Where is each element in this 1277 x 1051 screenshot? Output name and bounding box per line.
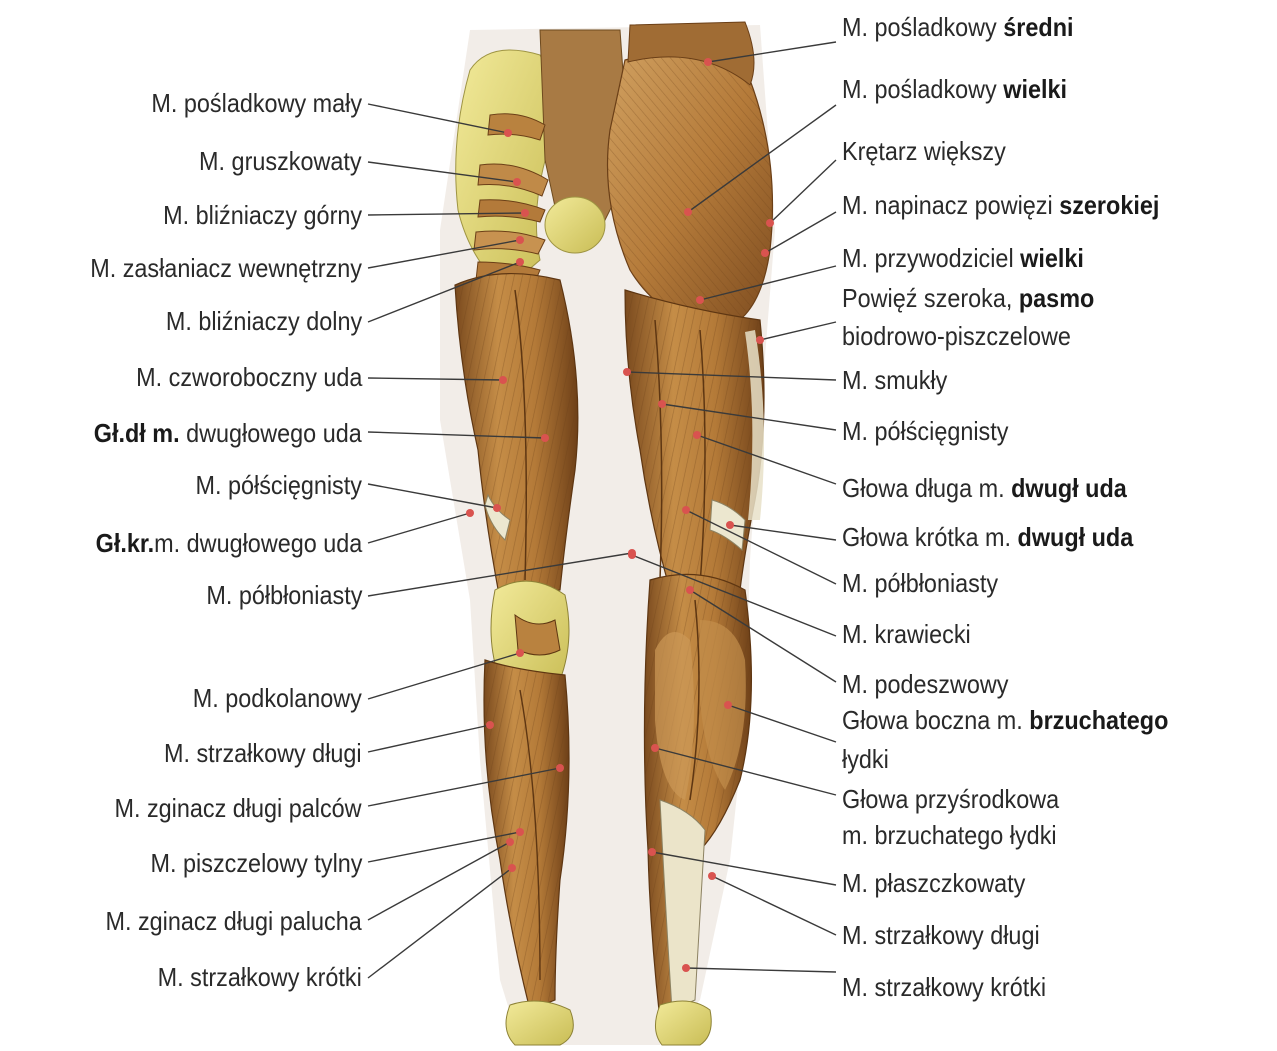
marker-dot	[556, 764, 564, 772]
marker-dot	[726, 521, 734, 529]
label-gastrocnemius-medial-2: m. brzuchatego łydki	[842, 820, 1057, 850]
marker-dot	[541, 434, 549, 442]
label-soleus: M. płaszczkowaty	[842, 868, 1025, 898]
label-plantaris: M. podeszwowy	[842, 669, 1008, 699]
label-tensor-fasciae-latae: M. napinacz powięzi szerokiej	[842, 190, 1159, 220]
marker-dot	[684, 208, 692, 216]
marker-dot	[466, 509, 474, 517]
label-peroneus-brevis-right: M. strzałkowy krótki	[842, 972, 1046, 1002]
label-biceps-long-head-right: Głowa długa m. dwugł uda	[842, 473, 1127, 503]
marker-dot	[508, 864, 516, 872]
marker-dot	[513, 178, 521, 186]
label-flexor-hallucis-longus: M. zginacz długi palucha	[106, 906, 362, 936]
leader-line	[368, 725, 490, 752]
marker-dot	[521, 209, 529, 217]
leader-line	[368, 868, 512, 978]
label-quadratus-femoris: M. czworoboczny uda	[136, 362, 362, 392]
marker-dot	[486, 721, 494, 729]
marker-dot	[648, 848, 656, 856]
marker-dot	[682, 964, 690, 972]
label-gastrocnemius-medial: Głowa przyśrodkowa	[842, 784, 1059, 814]
label-gastrocnemius-lateral: Głowa boczna m. brzuchatego	[842, 705, 1168, 735]
marker-dot	[516, 236, 524, 244]
marker-dot	[504, 129, 512, 137]
marker-dot	[704, 58, 712, 66]
right-foot	[655, 1001, 711, 1045]
label-peroneus-longus-right: M. strzałkowy długi	[842, 920, 1040, 950]
label-sartorius: M. krawiecki	[842, 619, 971, 649]
label-inferior-gemellus: M. bliźniaczy dolny	[166, 306, 362, 336]
label-tibialis-posterior: M. piszczelowy tylny	[150, 848, 362, 878]
label-superior-gemellus: M. bliźniaczy górny	[163, 200, 362, 230]
label-fascia-lata-band: Powięź szeroka, pasmo	[842, 283, 1094, 313]
leader-line	[770, 160, 836, 223]
marker-dot	[506, 838, 514, 846]
marker-dot	[693, 431, 701, 439]
label-peroneus-brevis: M. strzałkowy krótki	[158, 962, 362, 992]
marker-dot	[724, 701, 732, 709]
label-popliteus: M. podkolanowy	[193, 683, 362, 713]
leader-line	[686, 968, 836, 972]
label-gluteus-maximus: M. pośladkowy wielki	[842, 74, 1067, 104]
label-iliotibial: biodrowo-piszczelowe	[842, 321, 1071, 351]
label-biceps-femoris-long-head: Gł.dł m. dwugłowego uda	[94, 418, 362, 448]
marker-dot	[756, 336, 764, 344]
marker-dot	[696, 296, 704, 304]
marker-dot	[708, 872, 716, 880]
label-biceps-femoris-short-head: Gł.kr.m. dwugłowego uda	[95, 528, 362, 558]
marker-dot	[516, 828, 524, 836]
label-calf: łydki	[842, 744, 889, 774]
label-gluteus-minimus: M. pośladkowy mały	[151, 88, 362, 118]
label-semimembranosus: M. półbłoniasty	[206, 580, 362, 610]
label-greater-trochanter: Krętarz większy	[842, 136, 1006, 166]
leader-line	[760, 322, 836, 340]
marker-dot	[682, 506, 690, 514]
label-semitendinosus-right: M. półścięgnisty	[842, 416, 1008, 446]
marker-dot	[493, 504, 501, 512]
label-piriformis: M. gruszkowaty	[199, 146, 362, 176]
label-semitendinosus: M. półścięgnisty	[196, 470, 362, 500]
marker-dot	[499, 376, 507, 384]
label-adductor-magnus: M. przywodziciel wielki	[842, 243, 1084, 273]
marker-dot	[658, 400, 666, 408]
marker-dot	[686, 586, 694, 594]
leader-line	[712, 876, 836, 935]
marker-dot	[761, 249, 769, 257]
marker-dot	[516, 258, 524, 266]
leader-line	[368, 842, 510, 920]
label-flexor-digitorum-longus: M. zginacz długi palców	[115, 793, 362, 823]
marker-dot	[766, 219, 774, 227]
left-foot	[506, 1001, 573, 1045]
marker-dot	[516, 649, 524, 657]
label-biceps-short-head-right: Głowa krótka m. dwugł uda	[842, 522, 1133, 552]
leader-line	[368, 513, 470, 543]
label-semimembranosus-right: M. półbłoniasty	[842, 568, 998, 598]
marker-dot	[623, 368, 631, 376]
label-obturator-internus: M. zasłaniacz wewnętrzny	[90, 253, 362, 283]
label-gluteus-medius: M. pośladkowy średni	[842, 12, 1073, 42]
marker-dot	[651, 744, 659, 752]
label-peroneus-longus: M. strzałkowy długi	[164, 738, 362, 768]
label-gracilis: M. smukły	[842, 365, 947, 395]
anatomy-illustration	[440, 22, 775, 1045]
marker-dot	[628, 551, 636, 559]
